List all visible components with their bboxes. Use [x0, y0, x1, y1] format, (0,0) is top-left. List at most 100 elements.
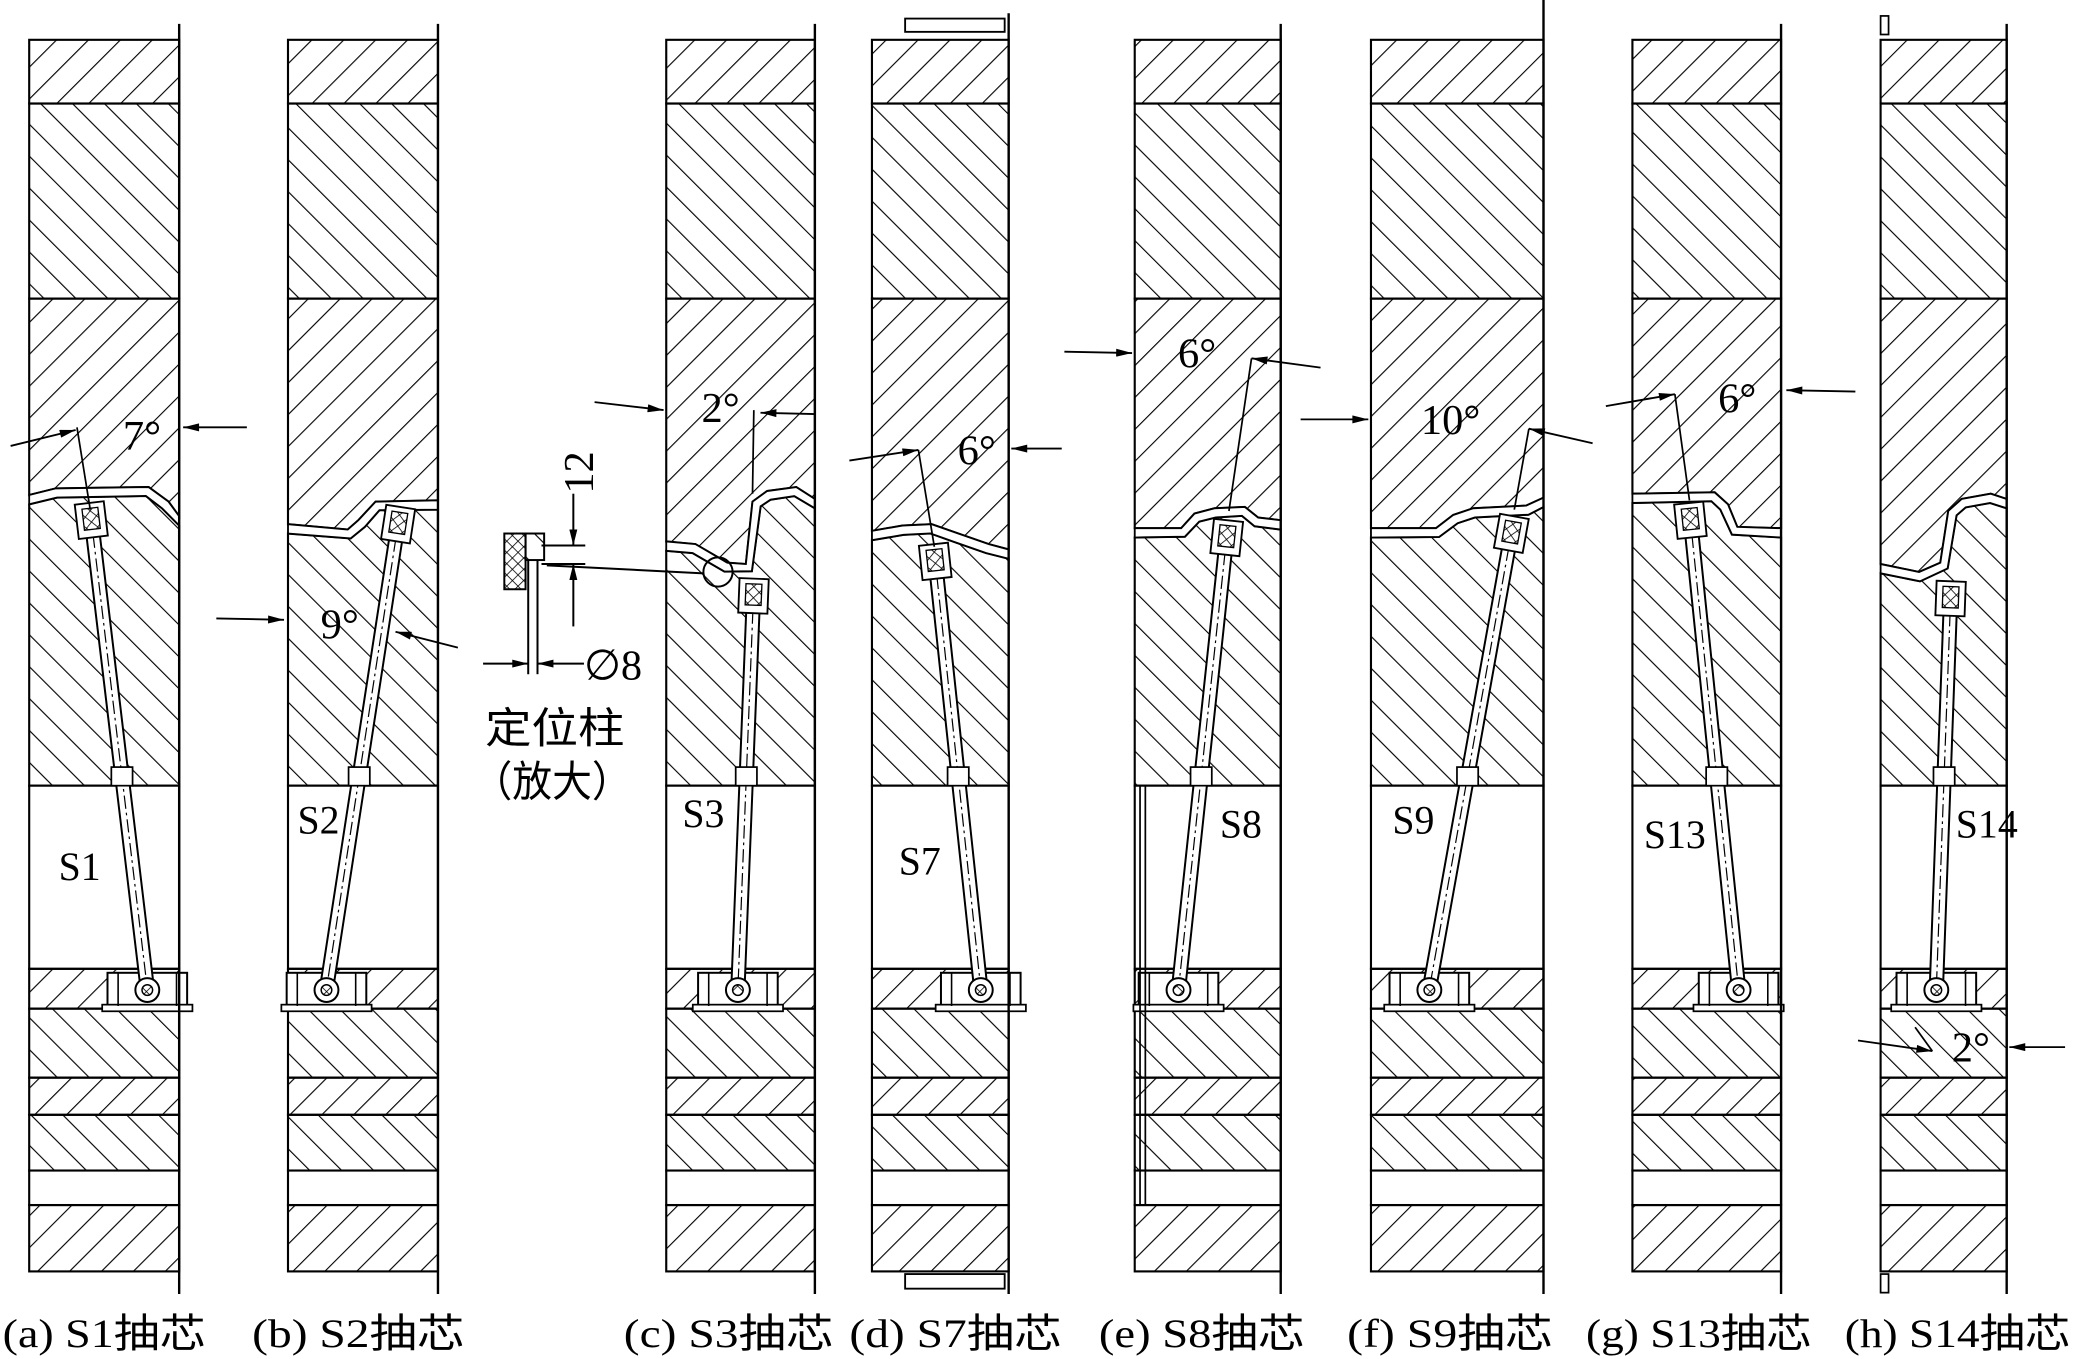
top-clamp-plate: [1369, 38, 1545, 105]
angle-arrow-left: [216, 615, 285, 624]
base-plate: [1879, 1203, 2008, 1273]
seat-plate: [101, 1003, 194, 1013]
cavity-insert: [28, 297, 181, 520]
slider-label: S8: [1220, 802, 1262, 846]
angle-arrow-left: [10, 429, 76, 447]
top-clamp-plate: [665, 38, 816, 105]
guide-block: [734, 766, 758, 787]
panel-b: 9°S2(b) S2抽芯: [216, 23, 465, 1356]
base-plate: [1631, 1203, 1783, 1273]
reference-line: [1674, 394, 1691, 501]
ejector-space: [1631, 784, 1783, 970]
lifter-head: [917, 541, 953, 582]
lifter-head: [1934, 579, 1967, 618]
seat-plate: [280, 1003, 373, 1013]
angle-arrow-left: [1064, 348, 1133, 357]
lifter-head-insert: [1941, 585, 1960, 609]
cavity-backing-plate: [665, 102, 816, 300]
spacer-gap: [1133, 1169, 1282, 1207]
panel-caption: (e) S8抽芯: [1099, 1312, 1305, 1356]
rod-centerline: [89, 510, 148, 989]
panel-e: 6° S8 (e) S8抽芯: [1064, 23, 1321, 1356]
panel-a: 7° S1 (a) S1抽芯: [3, 23, 247, 1356]
top-clamp-plate: [1631, 38, 1783, 105]
angle-label: 9°: [321, 601, 359, 648]
angle-arrow-right: [1786, 386, 1856, 395]
slider-label: S14: [1956, 802, 2018, 846]
lifter-head-insert: [1217, 524, 1237, 549]
lifter-head: [1673, 500, 1708, 540]
angle-label: 6°: [958, 428, 996, 475]
reference-line: [1914, 1026, 1934, 1052]
roller-pin: [1172, 984, 1185, 997]
angle-annotation: 2°: [1857, 1025, 2066, 1072]
lifter-head: [1209, 517, 1245, 558]
guide-block: [1189, 766, 1213, 787]
angle-arrow-left: [1857, 1039, 1933, 1053]
roller-pin: [141, 984, 154, 997]
detail-callout-circle: [702, 556, 734, 588]
angle-annotation: 6°: [1605, 376, 1856, 501]
panel-f: 10°S9(f) S9抽芯: [1300, 0, 1593, 1356]
angle-annotation: 9°: [216, 601, 459, 649]
spacer-gap: [870, 1169, 1010, 1207]
enlarged-note: （放大）: [472, 759, 631, 806]
angle-arrow-right: [1528, 427, 1593, 445]
lifter-head: [73, 500, 109, 541]
panel-g: 6°S13(g) S13抽芯: [1586, 23, 1856, 1356]
reference-line: [1228, 358, 1253, 512]
guide-block: [1456, 766, 1480, 787]
spacer-gap: [286, 1169, 440, 1207]
roller-pin: [1732, 984, 1745, 997]
bottom-plate: [1369, 1113, 1545, 1172]
ejector-plate: [1369, 1007, 1545, 1079]
ejector-plate: [1631, 1007, 1783, 1079]
support-plate: [1369, 1076, 1545, 1116]
top-clamp-plate: [1879, 38, 2008, 105]
slider-label: S7: [899, 840, 941, 884]
reference-line: [1513, 428, 1530, 510]
slider-label: S1: [59, 845, 101, 889]
pin-height-dimension: 12: [556, 451, 603, 493]
angle-annotation: 10°: [1300, 397, 1593, 510]
bottom-plate: [870, 1113, 1010, 1172]
bottom-clamp-tab: [1879, 1273, 1890, 1294]
cavity-backing-plate: [1631, 102, 1783, 300]
bottom-clamp-bar: [904, 1273, 1006, 1290]
cavity-backing-plate: [28, 102, 181, 300]
top-clamp-plate: [870, 38, 1010, 105]
angle-label: 6°: [1178, 331, 1216, 378]
angle-annotation: 7°: [10, 413, 247, 510]
ejector-plate: [286, 1007, 440, 1079]
spacer-gap: [28, 1169, 181, 1207]
panel-caption: (c) S3抽芯: [624, 1312, 834, 1356]
support-plate: [28, 1076, 181, 1116]
seat-plate: [1890, 1003, 1983, 1013]
base-plate: [870, 1203, 1010, 1273]
ejector-space: [870, 784, 1010, 970]
ejector-plate: [28, 1007, 181, 1079]
angle-arrow-left: [1605, 392, 1676, 408]
edge-details: [904, 15, 1890, 1294]
base-plate: [286, 1203, 440, 1273]
seat-plate: [1383, 1003, 1476, 1013]
top-clamp-tab: [1879, 15, 1890, 36]
slider-label: S2: [297, 798, 339, 842]
top-clamp-plate: [28, 38, 181, 105]
detail-pin-head: [524, 532, 546, 562]
support-plate: [1133, 1076, 1282, 1116]
bottom-plate: [28, 1113, 181, 1172]
guide-block: [347, 766, 371, 787]
panel-caption: (a) S1抽芯: [3, 1312, 206, 1356]
seat-plate: [691, 1003, 784, 1013]
support-plate: [286, 1076, 440, 1116]
ejector-space: [28, 784, 181, 970]
cavity-backing-plate: [1369, 102, 1545, 300]
locating-pin-detail: 12 ∅8 定位柱 （放大）: [472, 451, 734, 806]
spacer-gap: [665, 1169, 816, 1207]
cavity-insert: [286, 297, 440, 531]
panel-caption: (g) S13抽芯: [1586, 1312, 1812, 1356]
bottom-plate: [1631, 1113, 1783, 1172]
reference-line: [76, 427, 92, 510]
